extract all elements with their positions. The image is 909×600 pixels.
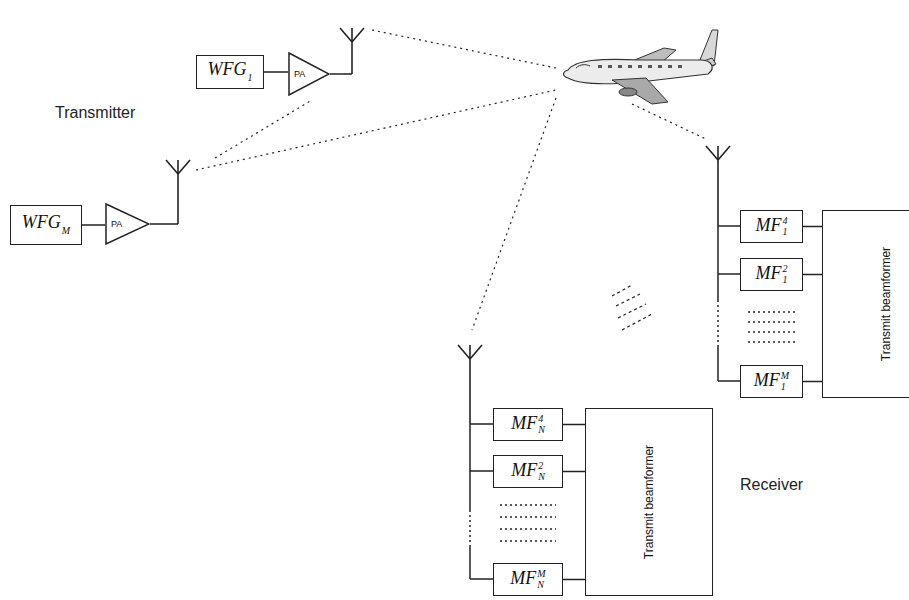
antenna-symbol: [458, 345, 482, 424]
bus-wire: [717, 226, 719, 300]
bus-wire: [717, 300, 719, 345]
signal-wire: [803, 381, 822, 383]
superscript-index: M: [537, 569, 545, 580]
block-name: MF: [511, 413, 537, 433]
feed-wire: [330, 73, 352, 75]
ellipsis-dots: [500, 528, 556, 530]
subscript-index: N: [538, 425, 545, 436]
signal-wire: [803, 274, 822, 276]
signal-wire: [82, 224, 105, 226]
subscript-index: 1: [248, 73, 253, 84]
block-name: MF: [756, 263, 782, 283]
ellipsis-dots: [748, 321, 798, 323]
signal-path: [215, 100, 312, 158]
signal-wire: [563, 471, 585, 473]
superscript-index: 4: [538, 414, 545, 425]
tap-wire: [470, 423, 493, 425]
matched-filter-box: MF21: [740, 258, 803, 291]
antenna-symbol: [340, 28, 364, 74]
superscript-index: 4: [783, 216, 788, 227]
ellipsis-dots: [748, 331, 798, 333]
signal-path: [618, 304, 646, 318]
block-name: MF: [510, 568, 536, 588]
section-label: Receiver: [740, 476, 803, 494]
signal-path: [472, 98, 556, 330]
subscript-index: 1: [783, 227, 788, 238]
tap-wire: [718, 273, 740, 275]
amplifier-triangle: PA: [105, 203, 150, 245]
superscript-index: M: [781, 371, 789, 382]
beamformer-label: Transmit beamformer: [642, 445, 656, 559]
signal-wire: [264, 71, 288, 73]
signal-wire: [563, 579, 585, 581]
block-name: MF: [754, 370, 780, 390]
antenna-symbol: [706, 146, 730, 226]
bus-wire: [717, 345, 719, 381]
bus-wire: [469, 510, 471, 545]
superscript-index: 2: [538, 461, 545, 472]
beamformer-box: Transmit beamformer: [822, 210, 909, 398]
amplifier-triangle: PA: [288, 52, 330, 96]
matched-filter-box: MF4N: [493, 408, 563, 441]
subscript-index: 1: [783, 275, 788, 286]
block-name: WFG: [22, 212, 61, 232]
signal-path: [616, 294, 640, 306]
amplifier-label: PA: [294, 69, 305, 79]
airplane-illustration: [564, 30, 719, 104]
signal-path: [622, 314, 652, 330]
amplifier-label: PA: [111, 219, 122, 229]
waveform-generator-box: WFG1: [196, 55, 264, 89]
signal-path: [632, 104, 708, 140]
matched-filter-box: MFM1: [740, 365, 803, 398]
ellipsis-dots: [500, 516, 556, 518]
tap-wire: [718, 225, 740, 227]
waveform-generator-box: WFGM: [10, 205, 82, 245]
block-name: WFG: [208, 59, 247, 79]
ellipsis-dots: [748, 311, 798, 313]
signal-wire: [563, 424, 585, 426]
antenna-symbol: [166, 160, 190, 224]
tap-wire: [470, 470, 493, 472]
feed-wire: [150, 223, 178, 225]
signal-path: [372, 30, 556, 68]
matched-filter-box: MFMN: [493, 563, 563, 596]
matched-filter-box: MF2N: [493, 455, 563, 488]
block-name: MF: [511, 460, 537, 480]
section-label: Transmitter: [55, 104, 135, 122]
signal-path: [196, 90, 556, 170]
bus-wire: [469, 545, 471, 579]
subscript-index: 1: [781, 382, 789, 393]
matched-filter-box: MF41: [740, 210, 803, 243]
superscript-index: 2: [783, 264, 788, 275]
beamformer-label: Transmit beamformer: [879, 247, 893, 361]
subscript-index: N: [538, 472, 545, 483]
beamformer-box: Transmit beamformer: [585, 408, 713, 596]
subscript-index: N: [537, 580, 545, 591]
signal-wire: [803, 226, 822, 228]
tap-wire: [470, 578, 493, 580]
subscript-index: M: [62, 226, 70, 237]
ellipsis-dots: [748, 341, 798, 343]
ellipsis-dots: [500, 504, 556, 506]
tap-wire: [718, 380, 740, 382]
ellipsis-dots: [500, 540, 556, 542]
bus-wire: [469, 424, 471, 510]
block-name: MF: [756, 215, 782, 235]
signal-path: [612, 285, 632, 296]
